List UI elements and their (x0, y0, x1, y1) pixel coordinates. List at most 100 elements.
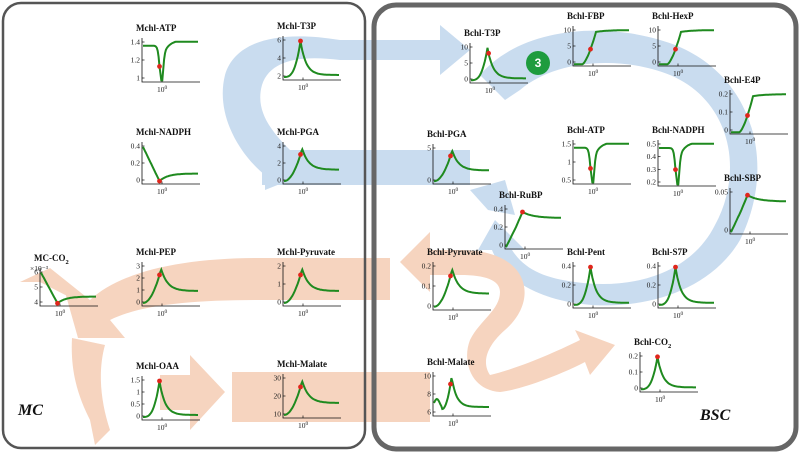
x-tick-label: 100 (298, 309, 309, 318)
panel-curve (283, 146, 339, 183)
y-tick-label: 1.5 (131, 376, 141, 385)
x-tick-label: 100 (298, 421, 309, 430)
y-tick-label: 1 (136, 74, 140, 83)
state-marker (673, 46, 678, 52)
y-tick-label: 1.5 (562, 140, 572, 149)
panel-curve (574, 142, 629, 184)
y-tick-label: 0.5 (647, 140, 657, 149)
y-tick-label: 5 (464, 59, 468, 68)
x-tick-label: 100 (588, 69, 599, 78)
panel-curve (40, 272, 96, 305)
state-marker (448, 153, 453, 159)
y-tick-label: 0 (277, 298, 281, 307)
y-tick-label: 10 (564, 26, 572, 35)
panel-title: Bchl-Malate (427, 357, 475, 367)
bsc-label: BSC (699, 407, 731, 424)
cycle-badge-number: 3 (535, 56, 542, 70)
panel-axes (432, 144, 491, 185)
y-tick-label: 0.2 (494, 223, 504, 232)
panel-title: Bchl-S7P (652, 247, 688, 257)
y-tick-label: 0.2 (131, 159, 141, 168)
panel-title: Mchl-ATP (136, 23, 177, 33)
panel-axes (141, 376, 200, 421)
panel-axes (504, 205, 563, 250)
y-tick-label: 3 (136, 262, 140, 271)
panel-curve (574, 29, 629, 66)
panel-axes (282, 36, 341, 81)
panel-title: Mchl-Pyruvate (277, 247, 335, 257)
y-tick-label: 0.2 (647, 178, 657, 187)
y-tick-label: 5 (34, 283, 38, 292)
panel-exponent: ×10⁻³ (30, 264, 49, 273)
state-marker (298, 384, 303, 390)
y-tick-label: 0.2 (719, 90, 729, 99)
panel-title: Mchl-NADPH (136, 127, 191, 137)
y-tick-label: 0 (724, 226, 728, 235)
panel-title: Bchl-HexP (652, 11, 694, 21)
y-tick-label: 1 (136, 388, 140, 397)
y-tick-label: 0 (724, 126, 728, 135)
panel-curve (433, 377, 489, 411)
y-tick-label: 4 (277, 142, 281, 151)
panel-curve (731, 93, 786, 134)
y-tick-label: 0 (567, 300, 571, 309)
state-marker (448, 381, 453, 387)
state-marker (588, 46, 593, 52)
panel-axes (141, 262, 200, 307)
state-marker (673, 264, 678, 270)
y-tick-label: 0.5 (131, 400, 141, 409)
panel-title: Bchl-Pyruvate (427, 247, 483, 257)
panel-title: Bchl-T3P (464, 28, 501, 38)
y-tick-label: 8 (427, 390, 431, 399)
y-tick-label: 0.2 (422, 262, 432, 271)
y-tick-label: 0 (652, 58, 656, 67)
y-tick-label: 0 (136, 298, 140, 307)
panel-axes (729, 90, 788, 135)
blue-arrow-calvin-cycle (478, 30, 758, 306)
panel-axes (469, 43, 528, 84)
state-marker (588, 166, 593, 171)
panel-curve (142, 146, 198, 183)
x-tick-label: 100 (298, 83, 309, 92)
state-marker (486, 50, 491, 56)
state-marker (448, 273, 453, 279)
panel-curve (283, 378, 339, 416)
x-tick-label: 100 (298, 187, 309, 196)
panel-title: Bchl-RuBP (499, 190, 543, 200)
x-tick-label: 100 (448, 419, 459, 428)
y-tick-label: 0.3 (647, 165, 657, 174)
y-tick-label: 0 (652, 300, 656, 309)
panel-axes (657, 26, 716, 67)
y-tick-label: 6 (34, 268, 38, 277)
blue-arrow-rubp-return (470, 180, 515, 215)
y-tick-label: 20 (274, 392, 282, 401)
y-tick-label: 2 (277, 262, 281, 271)
panel-curve (659, 142, 714, 186)
y-tick-label: 30 (274, 374, 282, 383)
x-tick-label: 100 (655, 395, 666, 404)
y-tick-label: 1 (136, 286, 140, 295)
panel-title: Mchl-Malate (277, 359, 327, 369)
state-marker (157, 178, 162, 184)
panel-axes (282, 374, 341, 419)
y-tick-label: 1.4 (131, 38, 141, 47)
panel-axes (141, 142, 200, 185)
x-tick-label: 100 (55, 309, 66, 318)
state-marker (157, 378, 162, 384)
panel-curve (659, 266, 714, 306)
y-tick-label: 0.2 (629, 352, 639, 361)
y-tick-label: 5 (567, 42, 571, 51)
state-marker (588, 264, 593, 270)
y-tick-label: 5 (427, 144, 431, 153)
panel-axes (572, 262, 631, 309)
panel-axes (657, 262, 716, 309)
panel-axes (729, 188, 788, 235)
y-tick-label: 10 (649, 26, 657, 35)
state-marker (55, 300, 60, 306)
panel-title: Bchl-NADPH (652, 125, 705, 135)
